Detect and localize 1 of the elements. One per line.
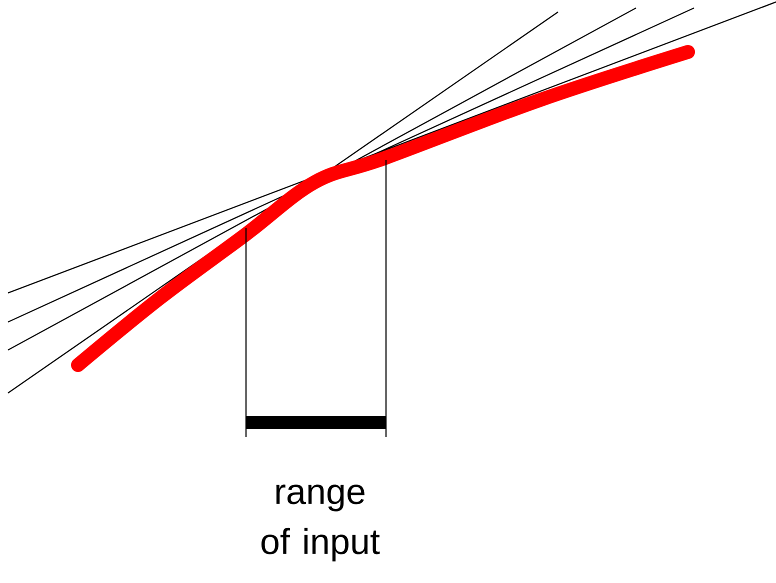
axis-label: range of input <box>261 484 380 562</box>
